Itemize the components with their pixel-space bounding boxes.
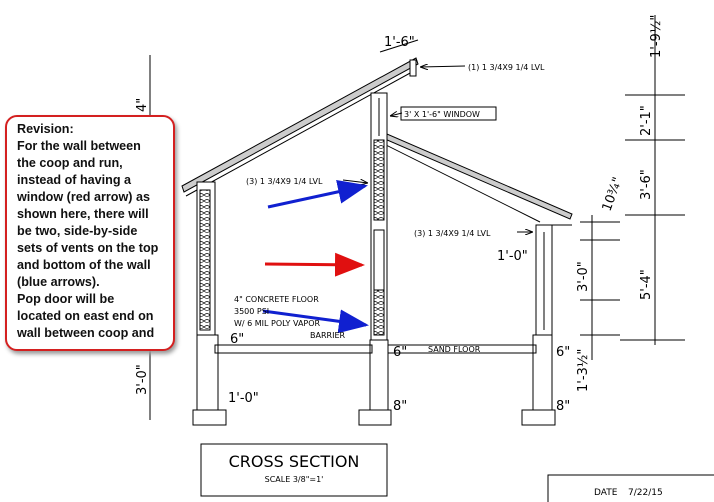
dim-overhang: 1'-6"	[384, 35, 415, 50]
note-line: wall between coop and	[17, 326, 155, 340]
dim-3: 3'-6"	[639, 169, 654, 200]
foundations	[192, 334, 556, 426]
label-sand-floor: SAND FLOOR	[428, 345, 481, 354]
blue-arrow-top	[267, 179, 368, 209]
title-block	[200, 443, 388, 497]
dim-4: 5'-4"	[639, 269, 654, 300]
note-line: Revision:	[17, 122, 74, 136]
note-line: (blue arrows).	[17, 275, 100, 289]
dim-foot-mid: 8"	[393, 399, 407, 414]
note-line: sets of vents on the top	[17, 241, 159, 255]
dim-8: 1'-0"	[497, 249, 528, 264]
dim-slab-right: 6"	[556, 345, 570, 360]
note-line: be two, side-by-side	[17, 224, 138, 238]
dim-top: 1'-9½"	[649, 15, 664, 58]
note-line: Pop door will be	[17, 292, 115, 306]
label-mid-beam: (3) 1 3/4X9 1/4 LVL	[246, 177, 323, 186]
note-line: the coop and run,	[17, 156, 123, 170]
middle-wall	[370, 92, 388, 341]
label-floor-1: 4" CONCRETE FLOOR	[234, 295, 319, 304]
lower-roof	[377, 130, 573, 226]
revision-note: Revision: For the wall between the coop …	[5, 115, 175, 351]
dimension-lines	[149, 15, 685, 420]
title-text: CROSS SECTION	[229, 452, 360, 471]
note-line: instead of having a	[17, 173, 132, 187]
label-floor-3: W/ 6 MIL POLY VAPOR	[234, 319, 321, 328]
dim-foot-right: 8"	[556, 399, 570, 414]
note-line: For the wall between	[17, 139, 141, 153]
label-top-beam: (1) 1 3/4X9 1/4 LVL	[468, 63, 545, 72]
scale-text: SCALE 3/8"=1'	[265, 475, 324, 484]
dim-foot-left: 1'-0"	[228, 391, 259, 406]
note-line: shown here, there will	[17, 207, 149, 221]
label-right-beam: (3) 1 3/4X9 1/4 LVL	[414, 229, 491, 238]
left-wall	[196, 181, 216, 336]
dim-slab-left: 6"	[230, 332, 244, 347]
note-line: located on east end on	[17, 309, 154, 323]
dim-2: 2'-1"	[639, 105, 654, 136]
date-value: 7/22/15	[628, 488, 663, 498]
note-line: and bottom of the wall	[17, 258, 151, 272]
dim-left-top: 4"	[135, 98, 150, 112]
dim-5: 10¾"	[600, 175, 626, 213]
dim-slab-mid: 6"	[393, 345, 407, 360]
date-label: DATE	[594, 488, 618, 498]
label-floor-2: 3500 PSI	[234, 307, 269, 316]
right-wall	[535, 224, 553, 336]
dim-7: 1'-3½"	[576, 349, 591, 392]
date-block	[547, 474, 714, 502]
dim-left-bottom: 3'-0"	[135, 364, 150, 395]
label-floor-4: BARRIER	[310, 331, 345, 340]
note-line: window (red arrow) as	[17, 190, 150, 204]
upper-roof	[181, 57, 419, 197]
concrete-slab	[214, 344, 373, 354]
dim-6: 3'-0"	[576, 261, 591, 292]
red-arrow-window	[264, 252, 365, 277]
label-window: 3' X 1'-6" WINDOW	[404, 110, 480, 119]
blue-arrow-bottom	[262, 309, 369, 334]
